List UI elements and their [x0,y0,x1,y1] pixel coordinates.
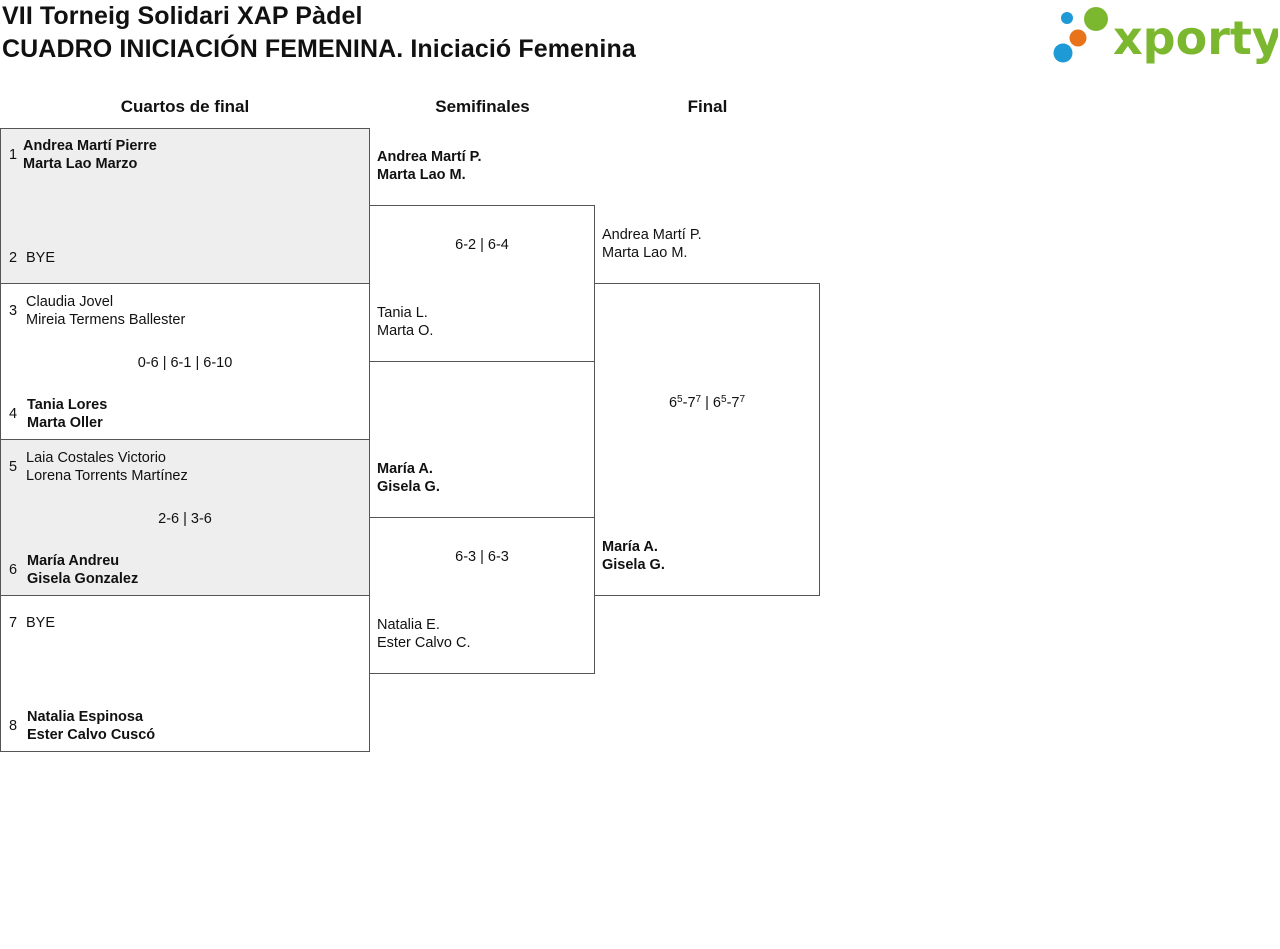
team-player-1: Tania Lores [27,397,108,413]
set1-games: 6 [668,395,678,411]
xporty-logo: xporty [1050,4,1280,68]
team-player-1: María Andreu [27,553,120,569]
set1-tiebreak-1: 5 [677,394,683,405]
match-score: 6-3 | 6-3 [455,549,509,565]
column-header-semifinals: Semifinales [435,97,530,116]
seed-number: 7 [9,615,18,631]
draw-title: CUADRO INICIACIÓN FEMENINA. Iniciació Fe… [2,35,636,63]
quarterfinal-match-1: 1 Andrea Martí Pierre Marta Lao Marzo 2 … [0,128,370,284]
final-team-top-player-2: Marta Lao M. [602,245,688,261]
seed-number: 6 [9,562,18,578]
team-player-2: Marta Oller [27,415,103,431]
semifinal-1-team-top-player-1: Andrea Martí P. [377,149,482,165]
set2-games: 6 [712,395,721,411]
team-player-1: Laia Costales Victorio [26,450,166,466]
set-separator: | [705,395,709,411]
match-score: 6-2 | 6-4 [455,237,509,253]
team-player-1: Natalia E. [377,617,440,633]
seed-number: 4 [9,406,18,422]
team-player-1: BYE [26,615,56,631]
logo-dot-blue-small [1061,12,1073,24]
set1-tiebreak-2: 7 [695,394,702,405]
match-score: 2-6 | 3-6 [158,511,212,527]
logo-dot-blue [1053,43,1073,63]
team-player-2: Lorena Torrents Martínez [26,468,188,484]
semifinal-2-team-top-player-1: María A. [377,461,433,477]
column-header-final: Final [687,97,728,116]
team-player-2: Mireia Termens Ballester [26,312,186,328]
match-score: 0-6 | 6-1 | 6-10 [137,355,233,371]
team-player-2: Marta Lao Marzo [23,156,138,172]
team-player-1: Tania L. [377,305,428,321]
seed-number: 3 [9,303,18,319]
logo-dot-orange [1069,29,1087,47]
final-team-top-player-1: Andrea Martí P. [602,227,702,243]
column-header-quarterfinals: Cuartos de final [120,97,250,116]
quarterfinal-match-4: 7 BYE 8 Natalia Espinosa Ester Calvo Cus… [0,595,370,752]
seed-number: 1 [9,147,18,163]
team-player-2: Gisela Gonzalez [27,571,139,587]
quarterfinal-match-3: 5 Laia Costales Victorio Lorena Torrents… [0,439,370,596]
logo-dot-green [1084,7,1108,31]
team-player-1: Claudia Jovel [26,294,114,310]
seed-number: 5 [9,459,18,475]
team-player-1: Natalia Espinosa [27,709,144,725]
team-player-1: María A. [602,539,658,555]
team-player-2: Marta O. [377,323,434,339]
set2-games-2: 7 [731,395,740,411]
semifinal-match-2: 6-3 | 6-3 Natalia E. Ester Calvo C. [369,517,595,674]
team-player-1: BYE [26,250,56,266]
set2-tiebreak-1: 5 [721,394,727,405]
team-player-2: Ester Calvo Cuscó [27,727,156,743]
seed-number: 8 [9,718,18,734]
set2-tiebreak-2: 7 [739,394,746,405]
final-match: 65-77 | 65-77 María A. Gisela G. [594,283,820,596]
semifinal-1-team-top-player-2: Marta Lao M. [377,167,466,183]
tournament-title: VII Torneig Solidari XAP Pàdel [2,2,363,30]
semifinal-match-1: 6-2 | 6-4 Tania L. Marta O. [369,205,595,362]
semifinal-2-team-top-player-2: Gisela G. [377,479,440,495]
final-score: 65-77 | 65-77 [668,394,746,412]
logo-wordmark: xporty [1113,11,1278,65]
seed-number: 2 [9,250,18,266]
team-player-1: Andrea Martí Pierre [23,138,157,154]
set1-games-2: 7 [687,395,696,411]
team-player-2: Gisela G. [602,557,665,573]
quarterfinal-match-2: 3 Claudia Jovel Mireia Termens Ballester… [0,283,370,440]
xporty-logo-mark: xporty [1053,7,1280,65]
team-player-2: Ester Calvo C. [377,635,471,651]
